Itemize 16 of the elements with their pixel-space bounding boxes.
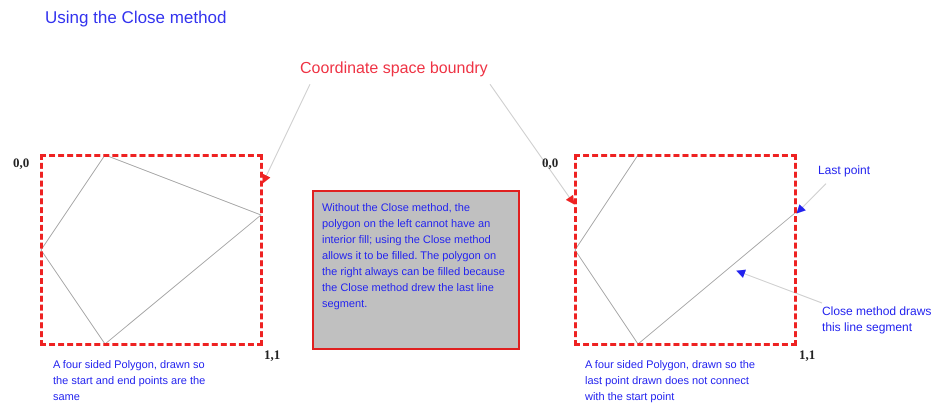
leader-line: [262, 84, 310, 184]
callout-label: Close method draws this line segment: [822, 303, 949, 339]
description-text: A four sided Polygon, drawn so the start and end points are the same: [53, 358, 206, 405]
coordinate-label: 1,1: [264, 347, 280, 363]
title: Using the Close method: [45, 8, 226, 28]
description-text: A four sided Polygon, drawn so the last point drawn does not connect with the start point: [585, 358, 756, 405]
coordinate-label: 0,0: [13, 155, 30, 171]
note-box: [312, 190, 520, 350]
coordinate-label: 0,0: [542, 155, 558, 171]
leader-line: [490, 84, 575, 205]
callout-label: Coordinate space boundry: [300, 60, 500, 82]
leader-line: [796, 183, 826, 214]
note-text: Without the Close method, the polygon on the left cannot have an interior fill; using the Close method allows it to be filled. The polygon on the right always can be filled because the Close method drew the last line segment.: [322, 201, 506, 312]
callout-label: Last point: [818, 162, 898, 180]
leader-line: [736, 270, 822, 304]
coordinate-label: 1,1: [799, 347, 816, 363]
